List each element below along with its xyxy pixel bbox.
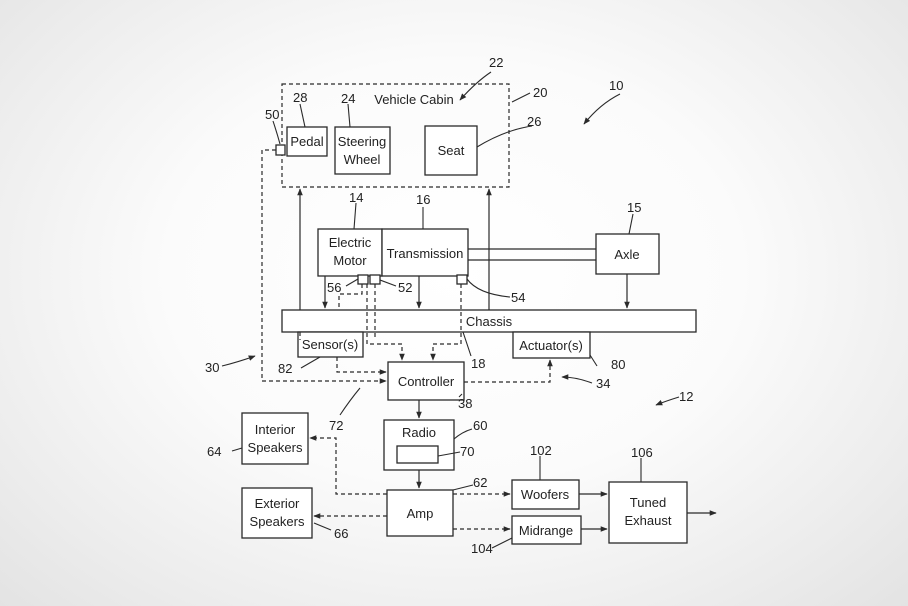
connection-lines	[261, 149, 717, 532]
woofers-label: Woofers	[521, 487, 570, 502]
midrange-label: Midrange	[519, 523, 573, 538]
ref-82: 82	[278, 361, 292, 376]
ref-56: 56	[327, 280, 341, 295]
transmission-sensor-port-54	[456, 274, 468, 285]
steering-wheel-block: Steering Wheel	[334, 126, 391, 175]
ref-60: 60	[473, 418, 487, 433]
ref-34: 34	[596, 376, 610, 391]
ref-28: 28	[293, 90, 307, 105]
vehicle-cabin-block: Vehicle Cabin	[281, 83, 510, 188]
vehicle-cabin-label: Vehicle Cabin	[374, 92, 454, 107]
ref-66: 66	[334, 526, 348, 541]
ref-10: 10	[609, 78, 623, 93]
ref-80: 80	[611, 357, 625, 372]
transmission-label: Transmission	[387, 246, 464, 261]
ref-50: 50	[265, 107, 279, 122]
exterior-label-line1: Exterior	[255, 496, 300, 511]
ref-62: 62	[473, 475, 487, 490]
motor-label-line1: Electric	[329, 235, 372, 250]
sensors-block: Sensor(s)	[297, 331, 364, 358]
motor-label-line2: Motor	[333, 253, 367, 268]
pedal-sensor-port	[275, 144, 286, 156]
axle-label: Axle	[614, 247, 639, 262]
tuned-exhaust-block: Tuned Exhaust	[608, 481, 688, 544]
pedal-block: Pedal	[286, 126, 328, 157]
ref-20: 20	[533, 85, 547, 100]
ref-64: 64	[207, 444, 221, 459]
amp-label: Amp	[407, 506, 434, 521]
pedal-label: Pedal	[290, 134, 323, 149]
ref-52: 52	[398, 280, 412, 295]
ref-70: 70	[460, 444, 474, 459]
steering-label-line2: Wheel	[344, 152, 381, 167]
electric-motor-block: Electric Motor	[317, 228, 383, 277]
motor-sensor-port-52	[369, 274, 381, 285]
ref-12: 12	[679, 389, 693, 404]
controller-label: Controller	[398, 374, 455, 389]
chassis-label: Chassis	[466, 314, 513, 329]
exterior-label-line2: Speakers	[250, 514, 305, 529]
interior-speakers-block: Interior Speakers	[241, 412, 309, 465]
leader-lines	[221, 71, 680, 549]
transmission-block: Transmission	[381, 228, 469, 277]
seat-block: Seat	[424, 125, 478, 176]
ref-14: 14	[349, 190, 363, 205]
radio-display	[396, 445, 439, 464]
ref-38: 38	[458, 396, 472, 411]
sensors-label: Sensor(s)	[302, 337, 358, 352]
ref-72: 72	[329, 418, 343, 433]
ref-22: 22	[489, 55, 503, 70]
ref-104: 104	[471, 541, 493, 556]
ref-30: 30	[205, 360, 219, 375]
ref-24: 24	[341, 91, 355, 106]
amp-block: Amp	[386, 489, 454, 537]
motor-sensor-port-56	[357, 274, 369, 285]
axle-block: Axle	[595, 233, 660, 275]
ref-54: 54	[511, 290, 525, 305]
reference-numerals: 10 12 14 15 16 18 20 22 24 26 28 30 34 3…	[205, 55, 693, 556]
chassis-block: Chassis	[281, 309, 697, 333]
actuators-block: Actuator(s)	[512, 331, 591, 359]
seat-label: Seat	[438, 143, 465, 158]
actuators-label: Actuator(s)	[519, 338, 583, 353]
ref-15: 15	[627, 200, 641, 215]
exhaust-label-line2: Exhaust	[625, 513, 672, 528]
ref-106: 106	[631, 445, 653, 460]
steering-label-line1: Steering	[338, 134, 386, 149]
exterior-speakers-block: Exterior Speakers	[241, 487, 313, 539]
interior-label-line1: Interior	[255, 422, 296, 437]
exhaust-label-line1: Tuned	[630, 495, 666, 510]
midrange-block: Midrange	[511, 515, 582, 545]
woofers-block: Woofers	[511, 479, 580, 510]
radio-block: Radio	[383, 419, 455, 471]
ref-26: 26	[527, 114, 541, 129]
controller-block: Controller	[387, 361, 465, 401]
ref-16: 16	[416, 192, 430, 207]
radio-label: Radio	[402, 425, 436, 440]
interior-label-line2: Speakers	[248, 440, 303, 455]
ref-102: 102	[530, 443, 552, 458]
ref-18: 18	[471, 356, 485, 371]
